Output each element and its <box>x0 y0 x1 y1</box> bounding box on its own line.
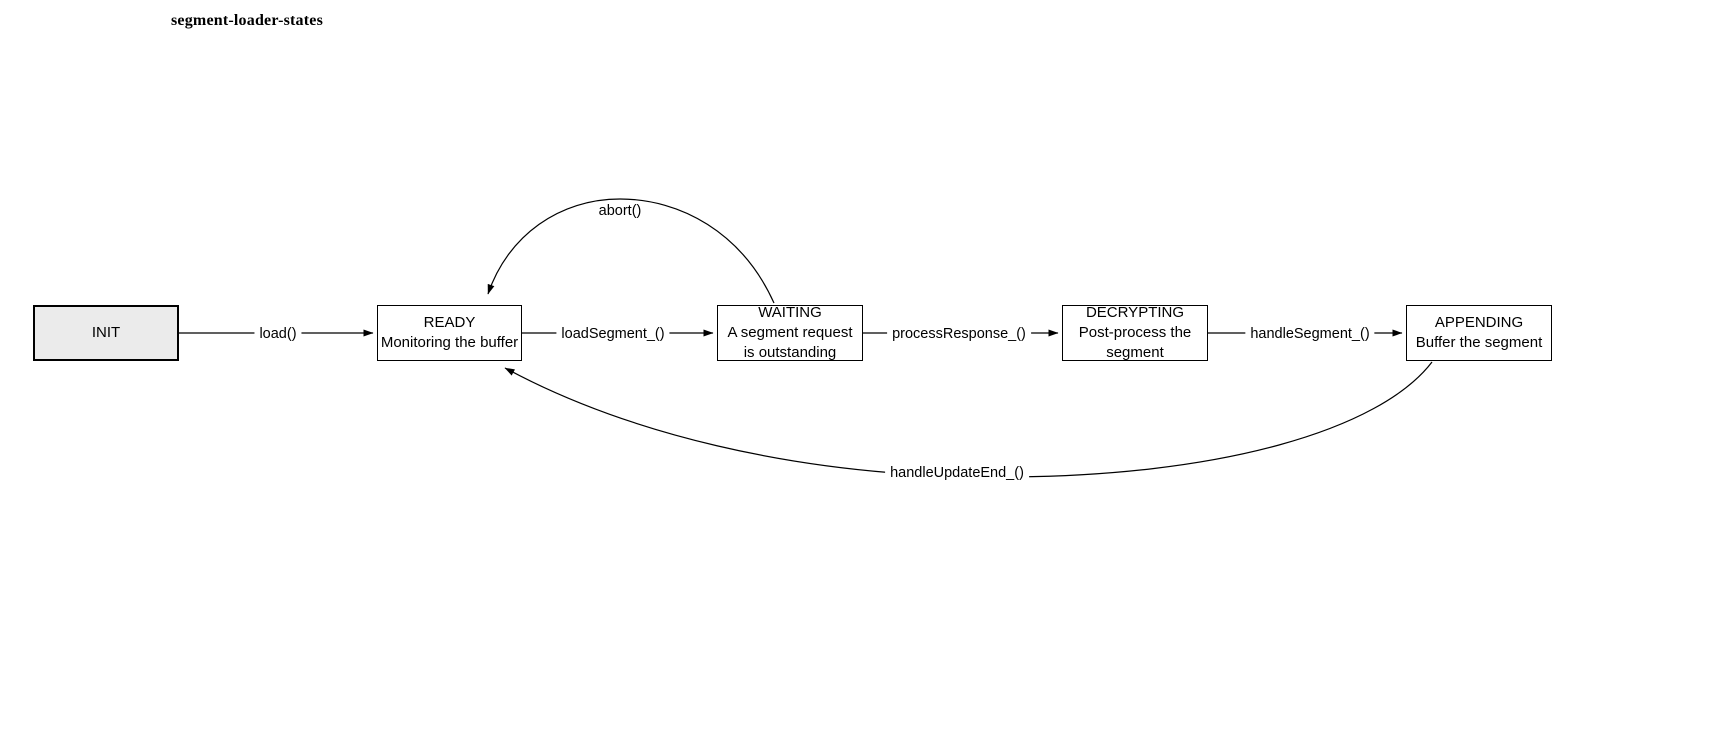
edge-label-handle-segment: handleSegment_() <box>1245 325 1375 343</box>
state-node-decrypting[interactable]: DECRYPTING Post-process the segment <box>1062 304 1208 361</box>
edge-label-load-segment: loadSegment_() <box>556 325 670 343</box>
edge-label-process-response: processResponse_() <box>887 325 1031 343</box>
edge-label-load: load() <box>254 325 302 343</box>
edge-label-handle-update-end: handleUpdateEnd_() <box>885 464 1029 482</box>
edge-label-abort: abort() <box>593 202 647 220</box>
state-node-ready-title: READY <box>423 314 476 331</box>
state-node-init[interactable]: INIT <box>33 305 179 361</box>
state-node-ready[interactable]: READY Monitoring the buffer <box>377 305 522 361</box>
state-node-waiting-title: WAITING <box>758 304 822 321</box>
state-node-waiting-desc2: is outstanding <box>743 344 837 361</box>
state-node-waiting-desc: A segment request <box>727 324 853 341</box>
state-node-appending[interactable]: APPENDING Buffer the segment <box>1406 305 1552 361</box>
state-node-init-title: INIT <box>91 324 121 341</box>
state-node-waiting[interactable]: WAITING A segment request is outstanding <box>717 304 863 361</box>
edge-appending-ready-update <box>504 361 1433 478</box>
state-node-decrypting-desc2: segment <box>1106 344 1164 361</box>
state-node-decrypting-title: DECRYPTING <box>1085 304 1185 321</box>
diagram-title: segment-loader-states <box>171 12 324 29</box>
state-node-appending-desc: Buffer the segment <box>1415 334 1543 351</box>
state-node-ready-desc: Monitoring the buffer <box>380 334 519 351</box>
state-node-appending-title: APPENDING <box>1434 314 1524 331</box>
state-node-decrypting-desc: Post-process the <box>1078 324 1192 341</box>
